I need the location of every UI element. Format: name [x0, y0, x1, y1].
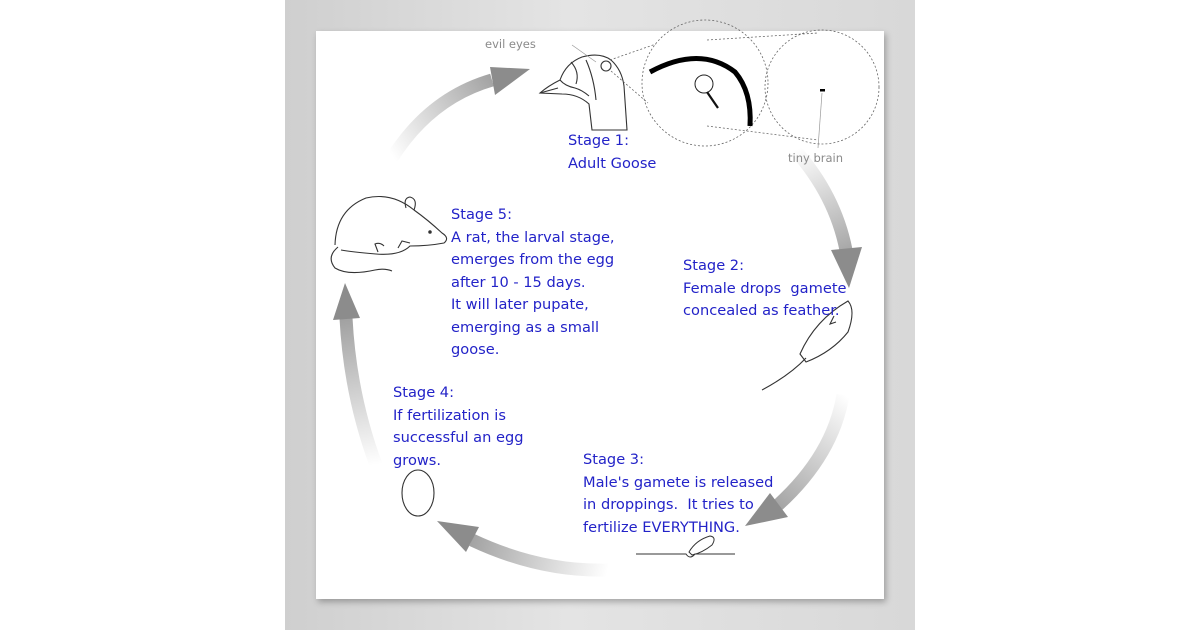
stage-2-text: Stage 2: Female drops gamete concealed a… [683, 257, 847, 319]
cycle-arrow [745, 393, 850, 526]
stage-5-text: Stage 5: A rat, the larval stage, emerge… [451, 206, 615, 358]
zoom-circle-brain [706, 29, 880, 149]
stage-4-text: Stage 4: If fertilization is successful … [393, 384, 524, 469]
stage-3-text: Stage 3: Male's gamete is released in dr… [583, 451, 774, 536]
evil-eyes-label: evil eyes [485, 37, 536, 51]
droppings-icon [636, 535, 735, 558]
goose-head-icon [538, 54, 628, 131]
stage-1-text: Stage 1: Adult Goose [568, 132, 657, 172]
cycle-arrow [437, 521, 609, 577]
cycle-arrow [386, 67, 530, 162]
rat-icon [330, 195, 448, 274]
egg-icon [401, 469, 435, 517]
feather-icon [761, 300, 853, 391]
cycle-arrow [333, 283, 383, 468]
zoom-circle-eye [609, 19, 769, 147]
evil-eyes-pointer [571, 44, 597, 63]
tiny-brain-label: tiny brain [788, 151, 844, 165]
cycle-arrow [790, 145, 862, 288]
